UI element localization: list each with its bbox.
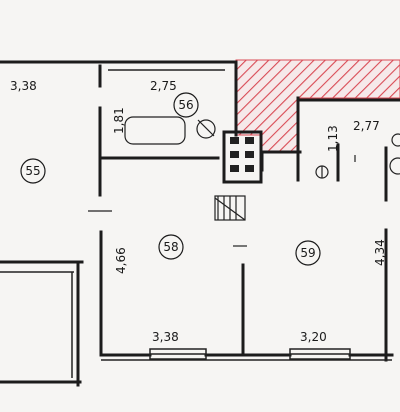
room-55-label: 55 [25, 164, 40, 178]
staircase [214, 195, 246, 221]
dim-bath-side: 1,81 [112, 107, 126, 134]
windows [149, 348, 351, 360]
left-lower-box [0, 260, 84, 387]
dim-bottom-left: 3,38 [152, 330, 179, 344]
room-59-label: 59 [300, 246, 315, 260]
room-56: 56 [173, 92, 199, 118]
right-fixture [389, 133, 400, 175]
dim-bath-top: 2,75 [150, 79, 177, 93]
room-56-label: 56 [178, 98, 193, 112]
washbasin-icon [196, 119, 216, 139]
room-58-label: 58 [163, 240, 178, 254]
room-59: 59 [295, 240, 321, 266]
walls [0, 60, 400, 362]
dim-bottom-right: 3,20 [300, 330, 327, 344]
toilet-icon [315, 165, 329, 179]
dim-small-room: 1,13 [326, 125, 340, 152]
room-58: 58 [158, 234, 184, 260]
bathtub [124, 116, 186, 145]
dim-right-height: 4,34 [373, 239, 387, 266]
stove-grid [222, 130, 263, 184]
room-55: 55 [20, 158, 46, 184]
dim-top-left: 3,38 [10, 79, 37, 93]
dim-right-room: 2,77 [353, 119, 380, 133]
dim-left-height: 4,66 [114, 247, 128, 274]
